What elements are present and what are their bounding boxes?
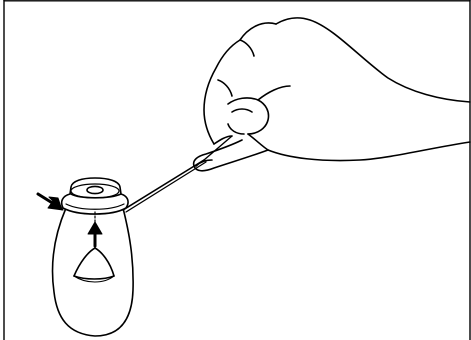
left-arrow [38, 194, 63, 210]
bottle [53, 178, 134, 336]
hand [194, 18, 470, 171]
bottle-cap [62, 178, 128, 214]
thin-wire-tool [123, 136, 232, 212]
